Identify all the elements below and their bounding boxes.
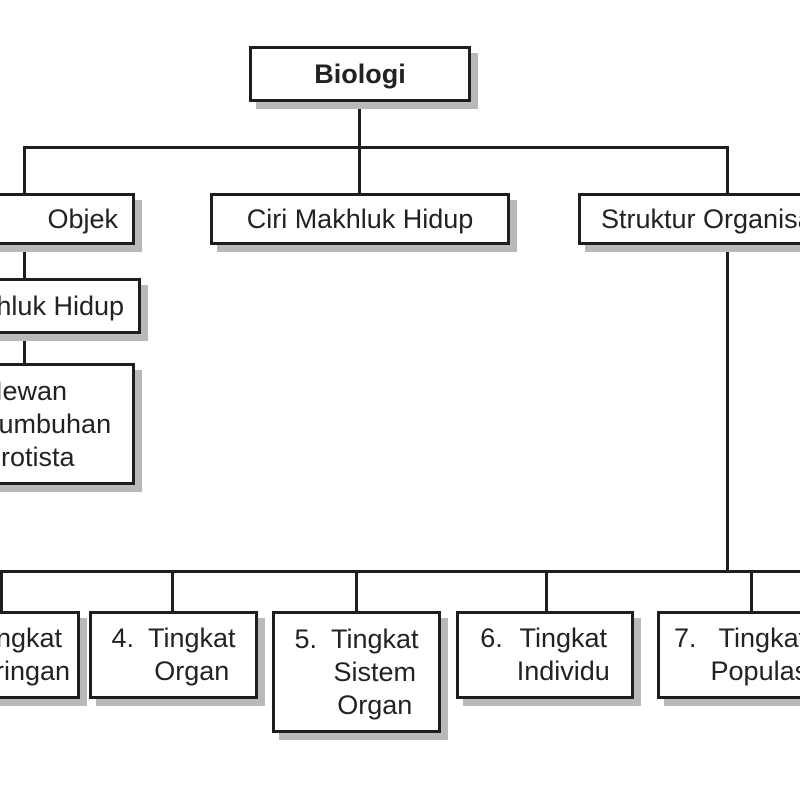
root-label: Biologi [314, 58, 406, 89]
level-line: Tingkat [0, 623, 63, 653]
level-5-node: 5. Tingkat Sistem Organ [272, 611, 441, 733]
connector-level-6 [545, 570, 548, 612]
connector-objek-sub [23, 243, 26, 279]
level-line: Populasi [710, 656, 800, 686]
category-horizontal-connector [23, 146, 729, 149]
level-line: Organ [337, 689, 413, 720]
level-line: Organ [154, 656, 230, 686]
level-number: 6. [480, 623, 503, 653]
struktur-down-connector [726, 243, 729, 573]
category-objek: Objek [0, 193, 135, 245]
connector-level-3 [0, 570, 3, 612]
level-4-node: 4. Tingkat Organ [89, 611, 258, 699]
level-line: Jaringan [0, 656, 71, 686]
level-line: Tingkat [147, 623, 236, 653]
category-label: Struktur Organisasi [601, 203, 800, 234]
root-down-connector [358, 100, 361, 148]
levels-horizontal-connector [0, 570, 800, 573]
subnode-label: Makhluk Hidup [0, 290, 124, 321]
level-6-node: 6. Tingkat Individu [456, 611, 634, 699]
objek-subnode: Makhluk Hidup [0, 278, 141, 334]
category-ciri-makhluk-hidup: Ciri Makhluk Hidup [210, 193, 510, 245]
level-line: Individu [516, 656, 610, 686]
level-line: Sistem [333, 656, 417, 687]
connector-ciri [358, 146, 361, 194]
connector-objek [23, 146, 26, 194]
category-struktur-organisasi: Struktur Organisasi [578, 193, 800, 245]
level-line: Tingkat [330, 623, 419, 654]
category-label: Ciri Makhluk Hidup [246, 203, 474, 234]
objek-item: Hewan [0, 375, 68, 406]
objek-item: Tumbuhan [0, 408, 112, 439]
root-node: Biologi [249, 46, 471, 102]
level-7-node: 7. Tingkat Populasi [657, 611, 800, 699]
connector-level-4 [171, 570, 174, 612]
level-number: 4. [111, 623, 134, 653]
level-line: Tingkat [519, 623, 608, 653]
connector-level-5 [355, 570, 358, 612]
level-number: 7. [674, 623, 697, 653]
category-label: Objek [47, 203, 118, 234]
objek-items-box: Hewan Tumbuhan Protista [0, 363, 135, 485]
connector-struktur [726, 146, 729, 194]
level-number: 5. [294, 623, 317, 654]
connector-sub-items [23, 332, 26, 364]
objek-item: Protista [0, 441, 75, 472]
connector-level-7 [750, 570, 753, 612]
level-line: Tingkat [718, 623, 800, 653]
level-3-node: 3. Tingkat Jaringan [0, 611, 80, 699]
